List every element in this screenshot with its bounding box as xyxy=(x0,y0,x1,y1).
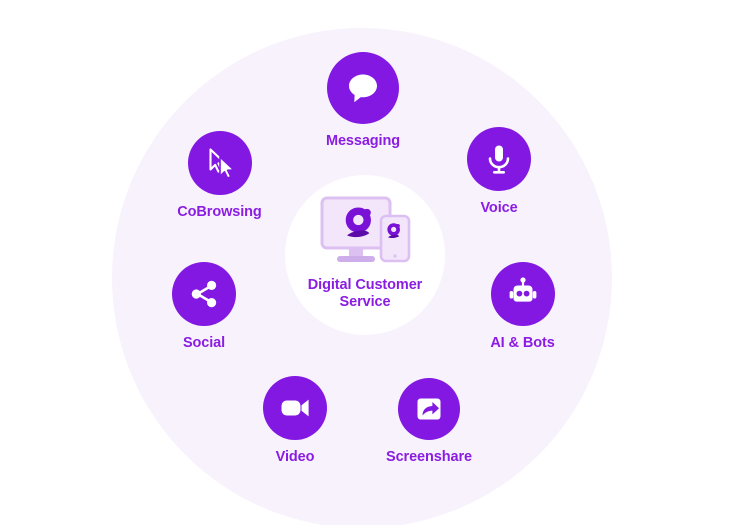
two-cursors-icon xyxy=(202,145,238,181)
screenshare-icon-circle[interactable] xyxy=(398,378,460,440)
node-label-voice: Voice xyxy=(480,200,518,216)
voice-icon-circle[interactable] xyxy=(467,127,531,191)
node-social[interactable]: Social xyxy=(157,262,251,351)
node-label-cobrowsing: CoBrowsing xyxy=(177,204,262,220)
microphone-icon xyxy=(482,142,516,176)
node-video[interactable]: Video xyxy=(248,376,342,465)
hub-label-line1: Digital Customer xyxy=(307,277,423,293)
node-voice[interactable]: Voice xyxy=(452,127,546,216)
devices-monitor-phone-glia-logo-icon xyxy=(315,196,415,268)
video-camera-icon xyxy=(277,390,313,426)
node-cobrowsing[interactable]: CoBrowsing xyxy=(157,131,282,220)
share-nodes-icon xyxy=(187,277,221,311)
node-messaging[interactable]: Messaging xyxy=(302,52,424,149)
node-screenshare[interactable]: Screenshare xyxy=(375,378,483,465)
node-label-messaging: Messaging xyxy=(325,133,401,149)
robot-head-icon xyxy=(505,276,541,312)
cobrowsing-icon-circle[interactable] xyxy=(187,131,252,195)
node-label-screenshare: Screenshare xyxy=(386,449,472,465)
messaging-icon-circle[interactable] xyxy=(327,52,399,124)
node-label-social: Social xyxy=(182,335,226,351)
node-aibots[interactable]: AI & Bots xyxy=(470,262,575,351)
node-label-aibots: AI & Bots xyxy=(490,335,555,351)
aibots-icon-circle[interactable] xyxy=(490,262,555,326)
screen-share-arrow-icon xyxy=(412,392,446,426)
hub-label-line2: Service xyxy=(339,294,391,310)
hub-digital-customer-service: Digital Customer Service xyxy=(281,196,449,336)
hub-label: Digital Customer Service xyxy=(281,277,449,311)
node-label-video: Video xyxy=(275,449,315,465)
chat-bubble-icon xyxy=(345,70,381,106)
social-icon-circle[interactable] xyxy=(172,262,236,326)
video-icon-circle[interactable] xyxy=(263,376,327,440)
